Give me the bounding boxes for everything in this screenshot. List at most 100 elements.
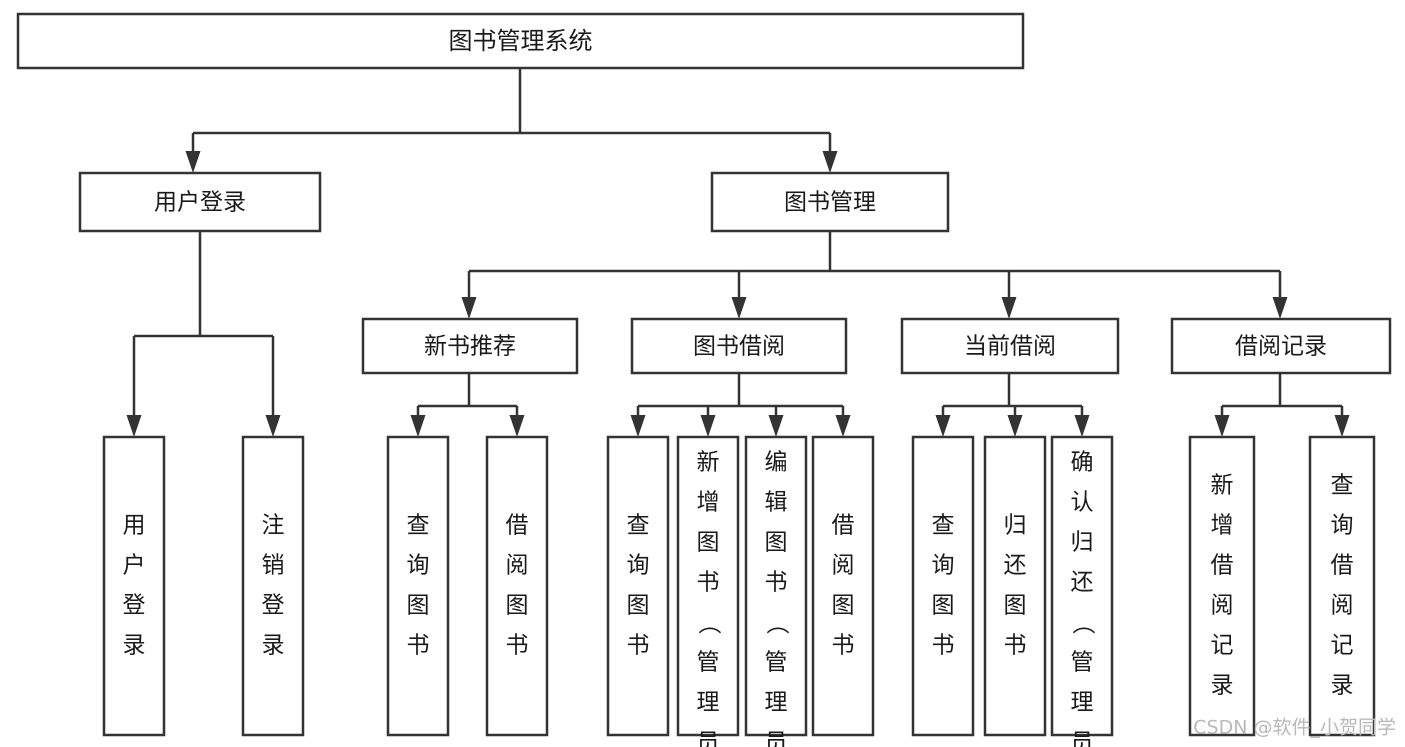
leaf-node-5-新增图书管理员-char-1: 增	[697, 490, 720, 516]
leaf-node-9-归还图书-rect	[983, 435, 1047, 737]
leaf-node-10-确认归还管理员-char-6: 理	[1071, 690, 1094, 716]
leaf-node-9-归还图书-char-1: 还	[1004, 553, 1027, 579]
leaf-node-0-用户登录-char-3: 录	[123, 633, 146, 659]
leaf-node-11-新增借阅记录-char-4: 记	[1211, 633, 1234, 659]
node-layer: 图书管理系统用户登录图书管理新书推荐图书借阅当前借阅借阅记录用户登录注销登录查询…	[16, 12, 1392, 747]
leaf-node-6-编辑图书管理员-char-4: （	[764, 612, 790, 635]
group-当前借阅-arrow-1-head	[1007, 415, 1023, 437]
node-l3-新书推荐-label: 新书推荐	[424, 334, 516, 360]
node-l2-用户登录-rect	[78, 171, 322, 233]
node-root-图书管理系统-label: 图书管理系统	[449, 27, 593, 55]
leaf-node-0-用户登录-char-2: 登	[123, 593, 146, 619]
leaf-node-12-查询借阅记录-rect	[1308, 435, 1376, 737]
node-l2-用户登录[interactable]: 用户登录	[78, 171, 322, 233]
node-l3-当前借阅[interactable]: 当前借阅	[900, 317, 1120, 375]
leaf-node-6-编辑图书管理员-char-6: 理	[765, 690, 788, 716]
leaf-node-10-确认归还管理员-rect	[1050, 435, 1114, 737]
leaf-node-0-用户登录-rect	[102, 435, 166, 737]
leaf-node-3-借阅图书-char-2: 图	[506, 593, 529, 619]
leaf-node-2-查询图书-rect	[386, 435, 450, 737]
leaf-node-7-借阅图书-char-2: 图	[832, 593, 855, 619]
group-借阅记录-arrow-1-head	[1334, 415, 1350, 437]
leaf-node-1-注销登录-char-3: 录	[262, 633, 285, 659]
leaf-node-12-查询借阅记录-char-3: 阅	[1331, 593, 1354, 619]
leaf-node-8-查询图书-char-0: 查	[932, 513, 955, 539]
leaf-node-6-编辑图书管理员-char-5: 管	[765, 650, 788, 676]
leaf-node-6-编辑图书管理员-char-1: 辑	[765, 490, 788, 516]
leaf-node-6-编辑图书管理员-rect	[744, 435, 808, 737]
node-l2-图书管理[interactable]: 图书管理	[710, 171, 950, 233]
books-arrow-1-head	[731, 297, 747, 319]
leaf-node-7-借阅图书-char-0: 借	[832, 513, 855, 539]
leaf-node-10-确认归还管理员-char-2: 归	[1071, 530, 1094, 556]
leaf-node-1-注销登录-char-1: 销	[262, 553, 285, 579]
leaf-node-0-用户登录[interactable]: 用户登录	[102, 435, 166, 737]
node-l3-当前借阅-label: 当前借阅	[964, 334, 1056, 360]
leaf-node-8-查询图书-char-3: 书	[932, 633, 955, 659]
node-l3-借阅记录[interactable]: 借阅记录	[1170, 317, 1392, 375]
leaf-node-10-确认归还管理员-char-7: 员	[1071, 730, 1094, 747]
leaf-node-11-新增借阅记录-char-0: 新	[1211, 473, 1234, 499]
leaf-node-4-查询图书-char-1: 询	[627, 553, 650, 579]
leaf-node-12-查询借阅记录-char-1: 询	[1331, 513, 1354, 539]
group-图书借阅-arrow-2-head	[768, 415, 784, 437]
node-l3-新书推荐[interactable]: 新书推荐	[361, 317, 579, 375]
login-arrow-1-head	[265, 415, 281, 437]
leaf-node-2-查询图书-char-1: 询	[407, 553, 430, 579]
root-arrow-0-head	[185, 151, 201, 173]
leaf-node-10-确认归还管理员-char-0: 确	[1071, 450, 1094, 476]
leaf-node-12-查询借阅记录-char-4: 记	[1331, 633, 1354, 659]
leaf-node-9-归还图书-char-3: 书	[1004, 633, 1027, 659]
leaf-node-1-注销登录-rect	[241, 435, 305, 737]
connector-layer	[126, 68, 1350, 437]
leaf-node-0-用户登录-label: 用户登录	[123, 513, 146, 659]
leaf-node-7-借阅图书-char-1: 阅	[832, 553, 855, 579]
leaf-node-0-用户登录-char-0: 用	[123, 513, 146, 539]
leaf-node-6-编辑图书管理员-char-3: 书	[765, 570, 788, 596]
node-l3-图书借阅[interactable]: 图书借阅	[630, 317, 848, 375]
leaf-node-5-新增图书管理员-rect	[676, 435, 740, 737]
login-arrow-0-head	[126, 415, 142, 437]
node-l3-新书推荐-rect	[361, 317, 579, 375]
leaf-node-4-查询图书-char-2: 图	[627, 593, 650, 619]
leaf-node-8-查询图书-char-1: 询	[932, 553, 955, 579]
node-root-图书管理系统[interactable]: 图书管理系统	[16, 12, 1025, 70]
leaf-node-9-归还图书-char-2: 图	[1004, 593, 1027, 619]
group-当前借阅-arrow-0-head	[935, 415, 951, 437]
leaf-node-3-借阅图书-rect	[485, 435, 549, 737]
group-图书借阅-arrow-1-head	[700, 415, 716, 437]
node-l3-借阅记录-label: 借阅记录	[1235, 334, 1327, 360]
leaf-node-1-注销登录-char-0: 注	[262, 513, 285, 539]
leaf-node-5-新增图书管理员-char-5: 管	[697, 650, 720, 676]
books-arrow-0-head	[461, 297, 477, 319]
node-l2-用户登录-label: 用户登录	[154, 190, 246, 216]
leaf-node-11-新增借阅记录-char-3: 阅	[1211, 593, 1234, 619]
leaf-node-10-确认归还管理员-char-4: （	[1070, 612, 1096, 635]
leaf-node-3-借阅图书-char-0: 借	[506, 513, 529, 539]
leaf-node-8-查询图书-char-2: 图	[932, 593, 955, 619]
leaf-node-5-新增图书管理员-char-4: （	[696, 612, 722, 635]
node-l2-图书管理-rect	[710, 171, 950, 233]
csdn-watermark: CSDN @软件_小贺同学	[1193, 717, 1396, 739]
